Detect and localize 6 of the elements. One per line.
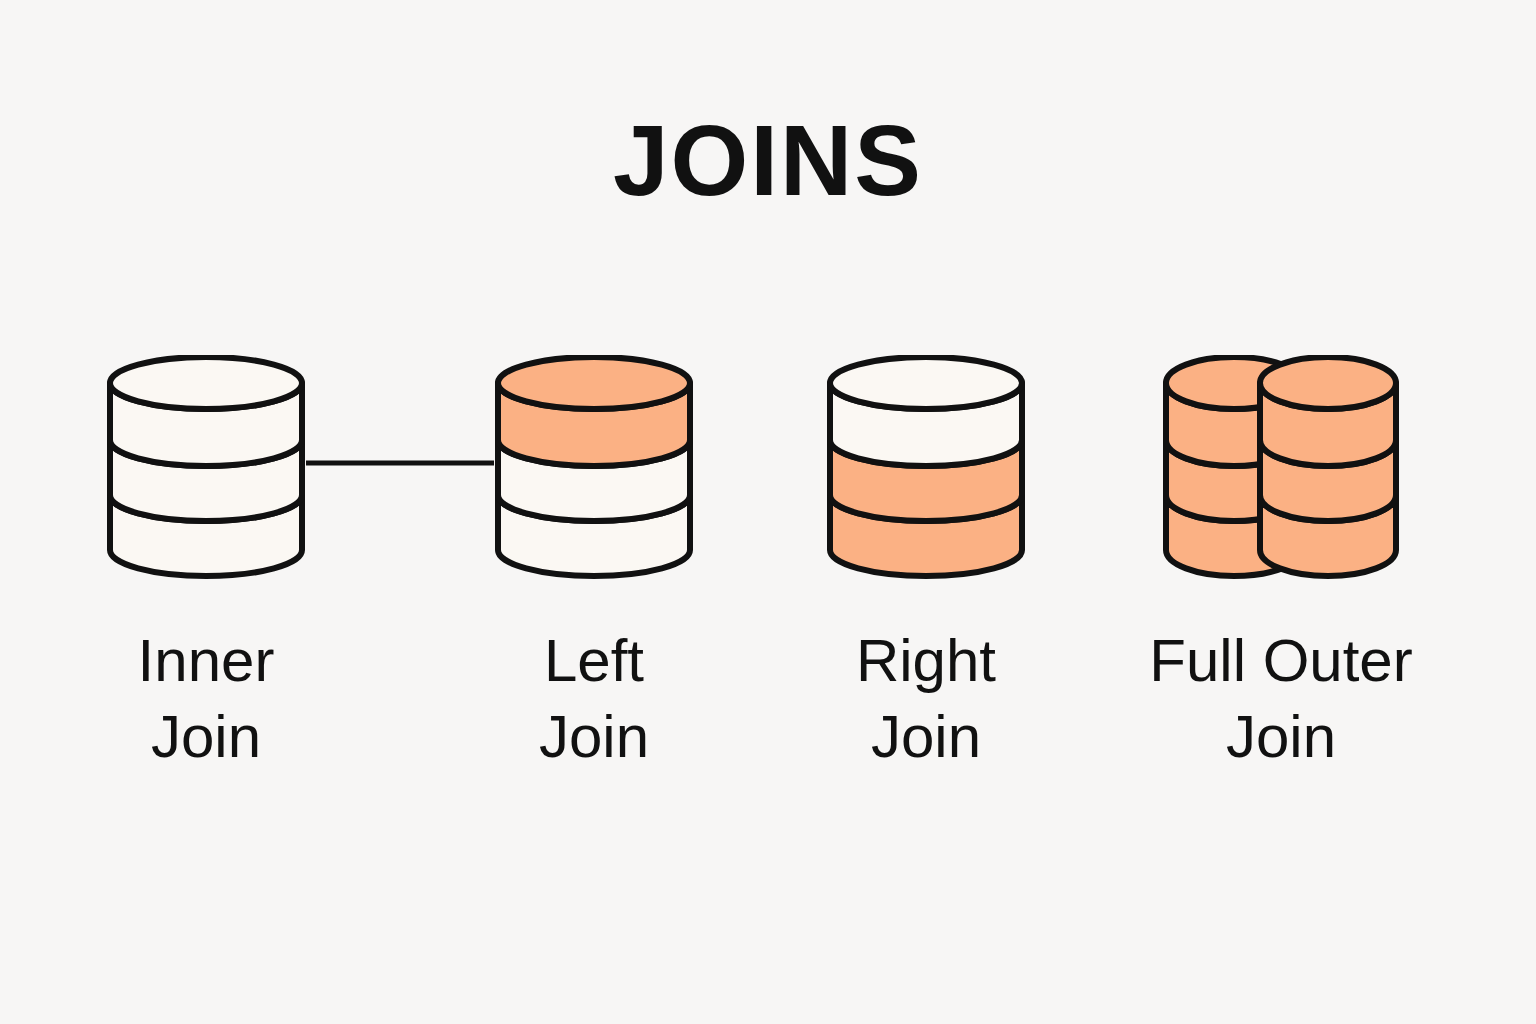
join-caption: Inner Join — [136, 626, 276, 772]
diagram-title: JOINS — [611, 103, 925, 218]
join-caption: Left Join — [537, 626, 651, 772]
join-caption: Full Outer Join — [1148, 626, 1414, 772]
join-caption: Right Join — [854, 626, 998, 772]
connector-line — [306, 460, 494, 466]
